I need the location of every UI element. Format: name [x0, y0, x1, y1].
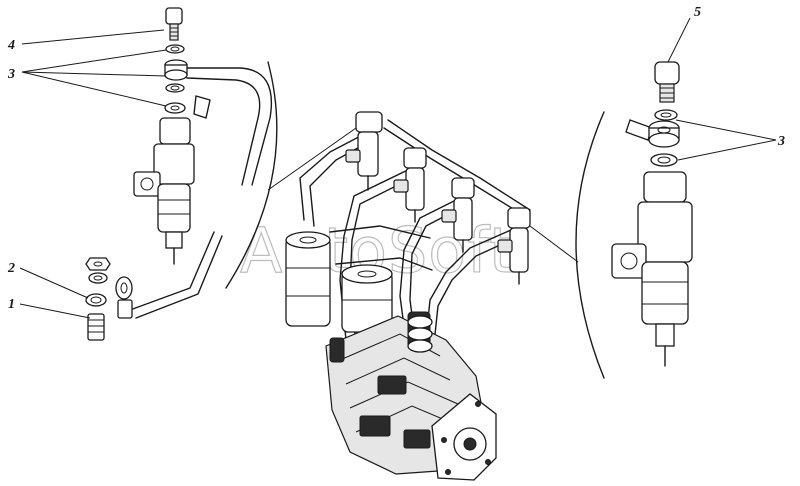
right-detail-view: [575, 61, 693, 379]
fuel-line-3b: [409, 203, 469, 331]
centre-assembly: [285, 111, 531, 481]
left-injector: [133, 117, 195, 265]
left-pipe-stub: [193, 95, 211, 119]
leader-3c: [21, 71, 167, 107]
leader-3d: [675, 119, 777, 141]
right-washer-top: [654, 109, 678, 121]
left-washer-bottom: [164, 102, 186, 114]
right-injector: [611, 171, 693, 367]
injector-3: [441, 177, 475, 253]
return-line: [387, 119, 531, 211]
return-line-b: [383, 127, 529, 219]
callout-5: 5: [694, 5, 701, 20]
left-eye-fitting: [115, 276, 133, 319]
injector-2: [393, 147, 427, 223]
detail-connector-right: [529, 225, 579, 263]
detail-connector-left: [267, 127, 357, 191]
callout-1: 1: [8, 297, 15, 312]
leader-3a: [21, 49, 167, 73]
injector-1: [345, 111, 383, 191]
filter-feed-line-b: [335, 257, 433, 271]
filter-feed-line: [329, 225, 431, 239]
right-detail-boundary-arc: [575, 111, 605, 379]
left-lower-bolt-1: [87, 313, 105, 341]
left-fuel-pipe-upper-b: [186, 77, 261, 186]
callout-2: 2: [7, 261, 15, 276]
left-lower-nut: [85, 257, 111, 271]
callout-leaders: [19, 17, 777, 319]
leader-2: [19, 267, 89, 299]
callout-3-right: 3: [777, 134, 785, 149]
left-banjo-fitting: [164, 59, 188, 81]
left-banjo-bolt: [165, 7, 183, 41]
callout-3-left: 3: [7, 67, 15, 82]
right-washer-bottom: [650, 153, 678, 167]
fuel-line-4b: [433, 233, 525, 345]
pump-drive-flange: [431, 393, 497, 481]
left-detail-boundary-arc: [225, 61, 278, 289]
leader-1: [19, 303, 91, 319]
injector-4: [497, 207, 531, 285]
fuel-filter-left: [285, 231, 331, 327]
leader-5: [667, 17, 691, 63]
fuel-filter-right: [341, 264, 393, 333]
leader-3b: [21, 71, 167, 77]
left-fuel-pipe-lower-a: [129, 231, 215, 311]
fuel-line-1: [299, 129, 373, 221]
right-banjo-fitting: [625, 119, 680, 148]
fuel-line-1b: [309, 137, 377, 227]
callout-4: 4: [7, 38, 15, 53]
left-fuel-pipe-upper-a: [186, 67, 272, 186]
left-washer-middle: [165, 83, 185, 93]
left-lower-washer-2: [85, 293, 107, 307]
left-detail-view: [85, 7, 278, 341]
right-banjo-bolt: [654, 61, 680, 103]
left-washer-top: [165, 44, 185, 54]
left-lower-washer-top: [88, 272, 108, 284]
leader-3e: [677, 139, 777, 161]
fuel-line-3: [399, 195, 465, 327]
leader-4: [21, 29, 165, 45]
left-fuel-pipe-lower-b: [135, 235, 223, 319]
